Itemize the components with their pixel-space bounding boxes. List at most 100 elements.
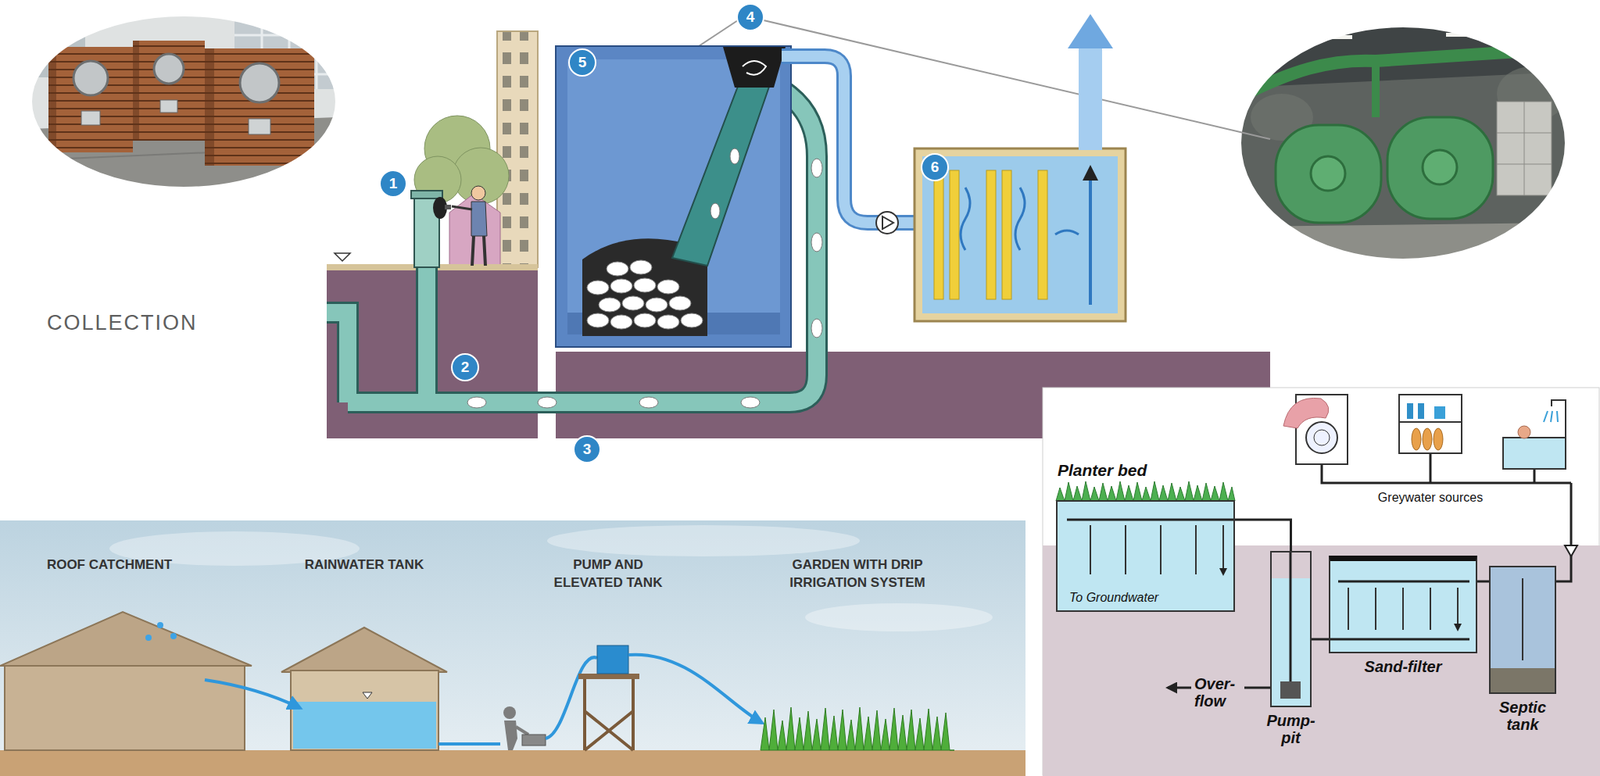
- collection-photo: [204, 48, 315, 166]
- greywater-system: [1348, 587, 1458, 630]
- greywater-system: [1489, 668, 1557, 695]
- waste-container: [723, 46, 786, 88]
- rainwater-harvesting: [293, 701, 437, 749]
- greywater-system: [1556, 483, 1572, 582]
- waste-container: [587, 313, 609, 328]
- waste-container: [742, 60, 766, 76]
- collection-photo: [48, 46, 133, 153]
- air-system: [781, 56, 917, 223]
- greywater-system: [1399, 421, 1462, 423]
- transport-pipe: [811, 232, 823, 252]
- greywater-system: [1042, 387, 1600, 776]
- greywater-system: [1433, 428, 1443, 451]
- air-system: [1038, 170, 1048, 300]
- waste-inlet: [451, 206, 473, 210]
- greywater-system: [1328, 555, 1478, 654]
- plant-room-photo: [1239, 25, 1568, 261]
- collection-photo: [48, 46, 57, 153]
- text-label: PUMP AND ELEVATED TANK: [541, 556, 675, 593]
- collection-photo: [30, 14, 337, 189]
- greywater-system: [1066, 519, 1235, 522]
- plant-room-photo: [1496, 101, 1552, 196]
- greywater-system: [1503, 437, 1566, 469]
- node-label: To Groundwater: [1066, 590, 1161, 606]
- air-system: [949, 170, 960, 300]
- text-label: ROOF CATCHMENT: [46, 556, 172, 575]
- collection-photo: [153, 53, 184, 84]
- rainwater-harvesting: [281, 627, 448, 673]
- air-system: [882, 216, 894, 230]
- greywater-system: [1517, 425, 1531, 439]
- plant-room-photo: [1422, 150, 1457, 185]
- waste-inlet: [411, 186, 487, 268]
- rainwater-harvesting: [584, 679, 634, 751]
- rainwater-harvesting: [547, 525, 860, 557]
- collection-photo: [160, 100, 178, 113]
- rainwater-harvesting: [0, 750, 1026, 776]
- collection-photo: [81, 110, 101, 126]
- plant-room-photo: [1275, 125, 1382, 223]
- waste-container: [622, 296, 645, 311]
- waste-container: [555, 46, 792, 348]
- waste-inlet: [472, 236, 486, 266]
- air-system: [781, 14, 1126, 322]
- plant-room-photo: [1242, 48, 1567, 96]
- rainwater-harvesting: [157, 622, 164, 629]
- process-box: Septic tank: [1489, 565, 1557, 695]
- node-label: Sand-filter: [1364, 658, 1443, 676]
- waste-inlet: [471, 186, 486, 201]
- air-system: [1002, 170, 1012, 300]
- waste-inlet: [411, 190, 443, 199]
- waste-container: [555, 46, 792, 348]
- rainwater-harvesting: [4, 665, 245, 751]
- greywater-system: [1411, 428, 1422, 451]
- air-system: [1078, 46, 1103, 151]
- callout-number: 5: [568, 48, 597, 77]
- node-label: Pump-pit: [1263, 712, 1320, 747]
- collection-photo: [30, 14, 344, 189]
- collection-photo: [239, 63, 280, 103]
- plant-room-photo: [1239, 25, 1567, 261]
- greywater-system: [1328, 581, 1470, 640]
- greywater-system: [1244, 687, 1271, 690]
- waste-container: [710, 203, 720, 219]
- waste-container: [680, 313, 703, 328]
- rainwater-harvesting: [760, 707, 955, 751]
- waste-inlet: [444, 204, 452, 210]
- transport-pipe: [740, 397, 760, 409]
- greywater-system: [1289, 551, 1293, 682]
- waste-container: [645, 297, 668, 312]
- callout-number: 6: [920, 153, 949, 182]
- greywater-system: [1422, 428, 1432, 451]
- air-system: [876, 211, 899, 234]
- air-system: [922, 156, 1118, 314]
- process-box: Pump-pit: [1270, 551, 1312, 708]
- greywater-system: [1543, 411, 1558, 423]
- waste-container: [657, 314, 680, 330]
- rainwater-harvesting: [290, 670, 439, 751]
- rainwater-harvesting: [628, 655, 763, 724]
- text-label: GARDEN WITH DRIP IRRIGATION SYSTEM: [763, 556, 952, 593]
- waste-container: [657, 279, 680, 294]
- rainwater-harvesting: [0, 520, 1026, 776]
- greywater-system: [1406, 403, 1414, 419]
- rainwater-harvesting: [545, 657, 598, 739]
- text-label: Over-flow: [1194, 675, 1242, 710]
- greywater-system: [1417, 403, 1425, 419]
- rainwater-harvesting: [503, 706, 516, 720]
- collection-photo: [132, 40, 205, 141]
- air-system: [960, 187, 1079, 251]
- plant-room-photo: [1496, 101, 1552, 196]
- transport-pipe: [537, 397, 557, 409]
- waste-container: [669, 296, 691, 311]
- transport-pipe: [639, 397, 659, 409]
- waste-container: [610, 279, 633, 294]
- rainwater-harvesting: [578, 673, 640, 680]
- rainwater-harvesting: [515, 726, 529, 735]
- greywater-system: [1090, 525, 1224, 575]
- transport-pipe: [467, 397, 487, 409]
- greywater-system: [1551, 400, 1566, 438]
- waste-container: [633, 278, 656, 293]
